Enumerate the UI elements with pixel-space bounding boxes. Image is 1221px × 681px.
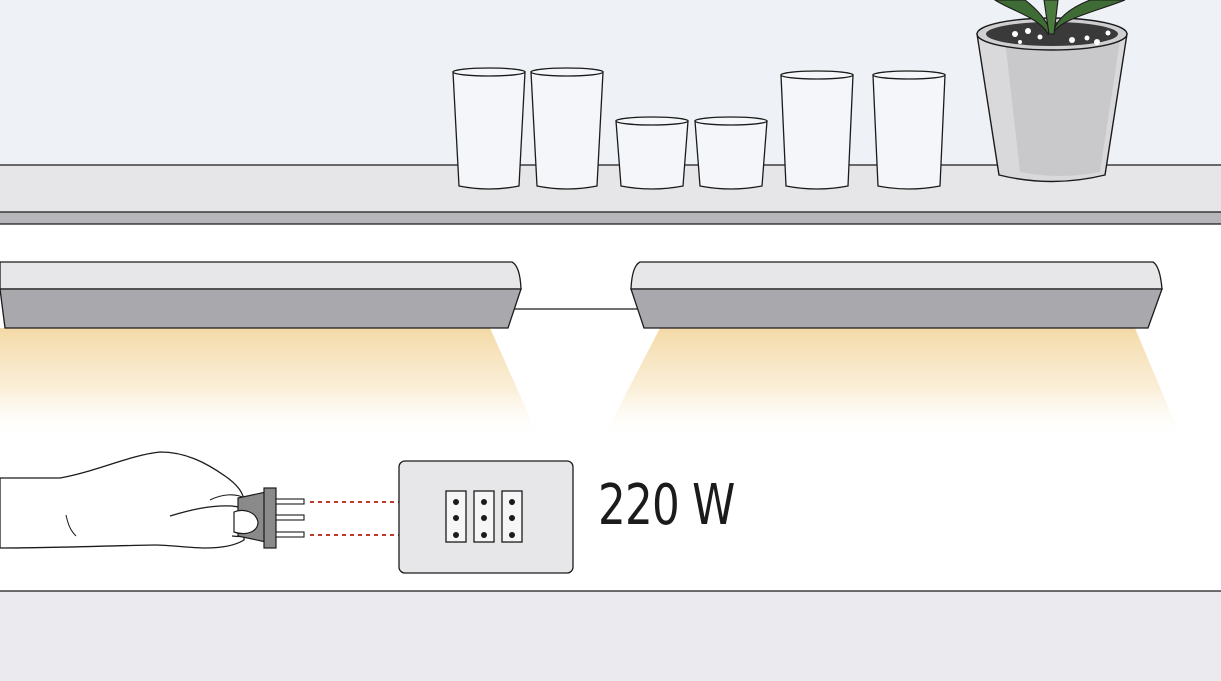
drinking-glass-icon — [780, 70, 854, 190]
potted-plant-icon — [976, 0, 1128, 183]
under-cabinet-light-icon — [630, 261, 1163, 329]
light-glow-right — [602, 328, 1182, 440]
voltage-label: 220 W — [598, 473, 735, 538]
plug-icon — [233, 487, 305, 549]
counter — [0, 590, 1221, 681]
drinking-glass-icon — [452, 67, 526, 190]
power-socket-icon — [398, 460, 574, 574]
under-cabinet-light-icon — [0, 261, 522, 329]
light-glow-left — [0, 328, 540, 440]
drinking-glass-icon — [872, 70, 946, 190]
drinking-glass-icon — [615, 116, 689, 190]
drinking-glass-icon — [694, 116, 768, 190]
drinking-glass-icon — [530, 67, 604, 190]
